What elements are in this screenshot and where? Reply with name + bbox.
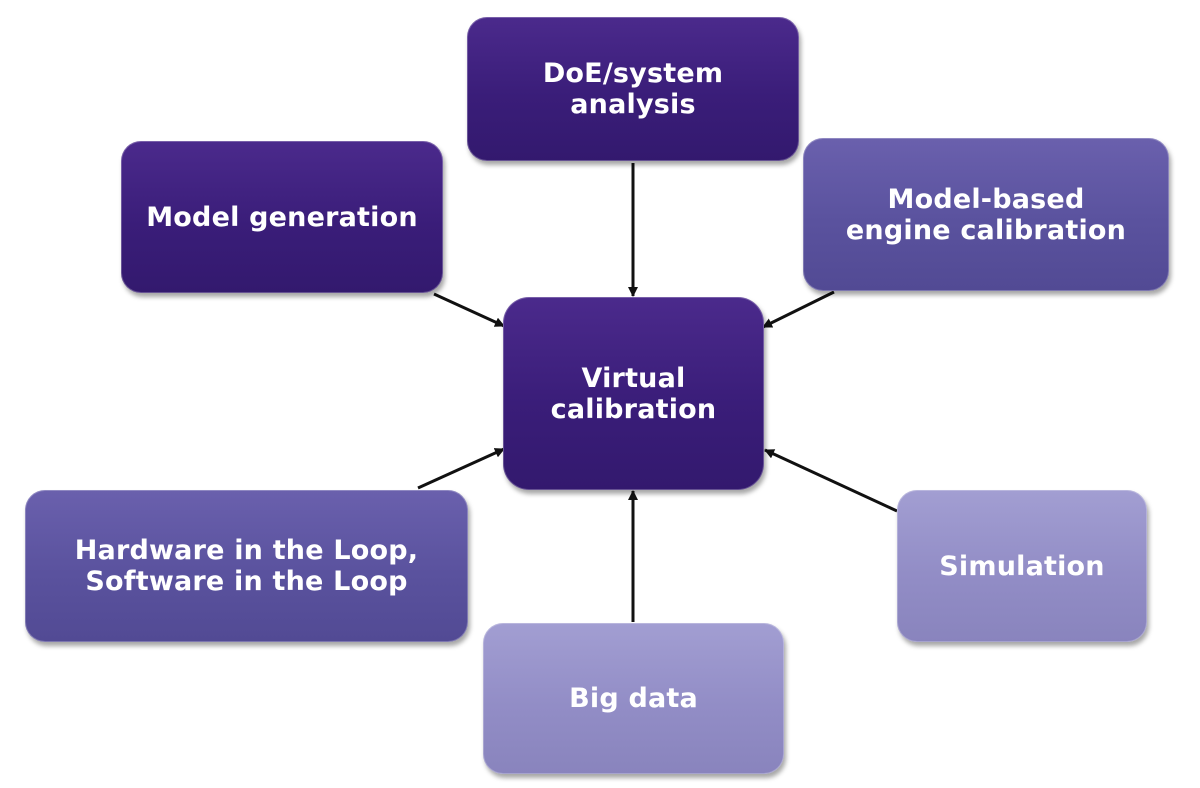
arrow-model-based-to-center (762, 290, 835, 329)
node-doe-system-analysis: DoE/system analysis (467, 17, 799, 161)
node-big-data-label: Big data (569, 683, 698, 714)
node-model-based-engine-calibration: Model-based engine calibration (803, 138, 1169, 291)
arrow-simulation-to-center (764, 448, 898, 513)
node-virtual-calibration: Virtual calibration (503, 297, 764, 490)
node-big-data: Big data (483, 623, 784, 774)
node-model-based-engine-calibration-label: Model-based engine calibration (845, 183, 1127, 246)
node-simulation-label: Simulation (939, 550, 1105, 582)
node-model-generation: Model generation (121, 141, 443, 293)
node-simulation: Simulation (897, 490, 1147, 642)
node-virtual-calibration-label: Virtual calibration (550, 362, 717, 425)
arrow-model-generation-to-center (433, 292, 505, 328)
node-hardware-software-in-the-loop-label: Hardware in the Loop, Software in the Lo… (74, 535, 419, 597)
arrow-hil-sil-to-center (417, 447, 505, 490)
node-model-generation-label: Model generation (146, 201, 418, 233)
node-doe-system-analysis-label: DoE/system analysis (542, 58, 724, 120)
node-hardware-software-in-the-loop: Hardware in the Loop, Software in the Lo… (25, 490, 468, 642)
